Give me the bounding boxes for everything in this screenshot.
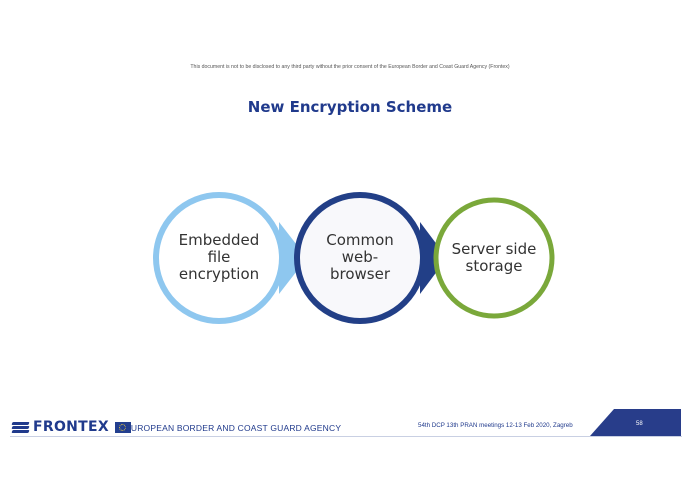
page-number: 58 <box>636 421 643 427</box>
page-title: New Encryption Scheme <box>247 98 453 116</box>
step-label-common-web-browser: Common web- browser <box>326 231 394 283</box>
step-circle-server-side-storage <box>433 197 555 319</box>
frontex-wing-icon <box>11 420 30 434</box>
confidentiality-notice: This document is not to be disclosed to … <box>190 64 510 70</box>
meeting-info: 54th DCP 13th PRAN meetings 12-13 Feb 20… <box>418 422 573 429</box>
eu-flag-icon <box>114 421 131 433</box>
frontex-wordmark: FRONTEX <box>33 419 109 435</box>
agency-name: EUROPEAN BORDER AND COAST GUARD AGENCY <box>125 423 342 433</box>
step-label-embedded-file-encryption: Embedded file encryption <box>178 231 260 283</box>
frontex-logo: FRONTEX <box>11 418 131 436</box>
step-label-server-side-storage: Server side storage <box>451 240 537 275</box>
footer-divider <box>10 436 682 437</box>
step-arrow-1 <box>279 222 307 294</box>
